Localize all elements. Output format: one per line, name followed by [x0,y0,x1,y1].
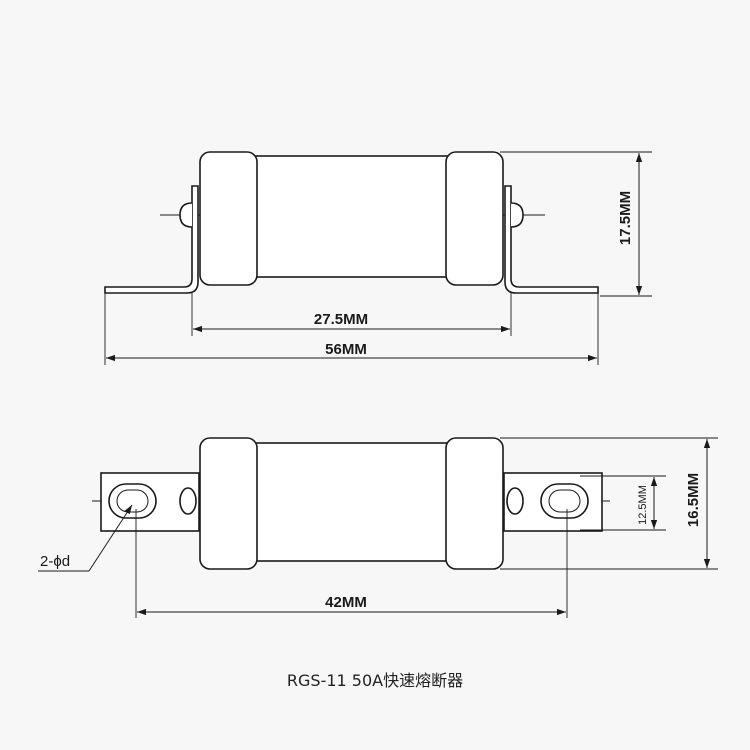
right-bolt [506,487,524,515]
left-bolt-head [179,202,193,228]
right-end-cap-plan [445,437,504,570]
dim-label-16-5: 16.5MM [685,473,702,527]
dim-label-17-5: 17.5MM [617,191,634,245]
left-end-cap-plan [199,437,258,570]
fuse-body [253,155,450,278]
dim-label-42: 42MM [325,594,367,611]
left-bracket [104,185,199,294]
hole-callout-label: 2-ϕd [40,553,70,570]
left-bolt [179,487,197,515]
left-slot [108,483,157,519]
left-slot-inner [116,489,149,513]
top-view [104,151,652,365]
right-slot [540,483,589,519]
right-end-cap [445,151,504,286]
dim-label-12-5: 12.5MM [637,485,649,525]
left-end-cap [199,151,258,286]
right-bracket [504,185,599,294]
right-bolt-head [510,202,524,228]
dim-label-56: 56MM [325,341,367,358]
dim-label-27-5: 27.5MM [314,311,368,328]
bottom-view [38,437,718,618]
right-slot-inner [548,489,581,513]
fuse-body-plan [253,442,450,562]
hole-leader [88,504,133,572]
product-caption: RGS-11 50A快速熔断器 [286,671,464,690]
